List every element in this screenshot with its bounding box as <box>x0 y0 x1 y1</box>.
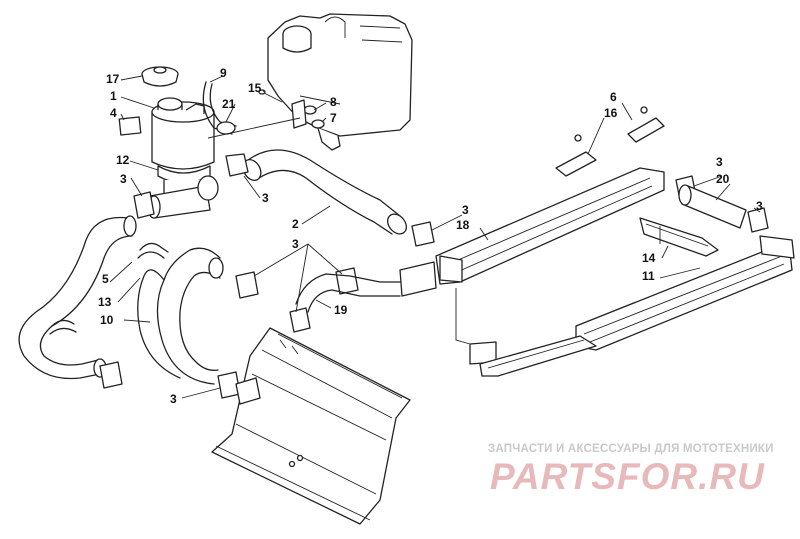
radiator-panel <box>211 327 411 525</box>
callout-17: 17 <box>106 72 120 86</box>
rear-heat-exchanger <box>575 235 795 351</box>
callout-labels: 17 1 4 12 3 9 15 21 8 7 3 2 3 18 3 5 13 … <box>98 66 763 406</box>
callout-3a: 3 <box>120 172 127 186</box>
callout-3d: 3 <box>292 237 299 251</box>
callout-3b: 3 <box>262 191 269 205</box>
callout-1: 1 <box>110 89 117 103</box>
callout-20: 20 <box>716 172 730 186</box>
callout-19: 19 <box>334 303 348 317</box>
clamp-21 <box>216 121 236 135</box>
middle-hose <box>137 247 224 385</box>
callout-3c: 3 <box>462 203 469 217</box>
leader-lines <box>109 75 761 399</box>
callout-12: 12 <box>116 153 130 167</box>
bumper-strip <box>639 217 719 257</box>
callout-9: 9 <box>220 66 227 80</box>
cross-tube <box>469 335 597 377</box>
callout-4: 4 <box>110 106 117 120</box>
callout-3f: 3 <box>716 155 723 169</box>
callout-5: 5 <box>102 272 109 286</box>
callout-2: 2 <box>292 217 299 231</box>
callout-13: 13 <box>98 295 112 309</box>
bracket-right <box>627 117 665 143</box>
callout-7: 7 <box>330 111 337 125</box>
watermark-logo: PARTSFOR.RU <box>490 456 765 497</box>
screw <box>261 91 283 103</box>
upper-hose <box>242 149 408 235</box>
coolant-tank <box>267 13 413 151</box>
radiator-cap <box>141 66 179 87</box>
callout-6: 6 <box>610 90 617 104</box>
vent-hose <box>202 81 233 135</box>
rear-hose <box>678 184 747 229</box>
callout-21: 21 <box>222 97 236 111</box>
callout-3e: 3 <box>170 392 177 406</box>
callout-14: 14 <box>642 251 656 265</box>
callout-3g: 3 <box>756 199 763 213</box>
callout-10: 10 <box>100 313 114 327</box>
callout-15: 15 <box>248 81 262 95</box>
callout-18: 18 <box>456 218 470 232</box>
spring-clip <box>137 242 169 259</box>
callout-8: 8 <box>330 95 337 109</box>
left-hose <box>18 215 137 380</box>
front-heat-exchanger <box>399 167 665 297</box>
callout-16: 16 <box>604 106 618 120</box>
decal <box>118 116 142 136</box>
washer-7 <box>311 119 325 129</box>
watermark-subtitle: ЗАПЧАСТИ И АКСЕССУАРЫ ДЛЯ МОТОТЕХНИКИ <box>488 443 774 455</box>
callout-11: 11 <box>642 269 655 283</box>
hose-clamps <box>99 153 769 399</box>
bracket-left <box>555 151 597 177</box>
